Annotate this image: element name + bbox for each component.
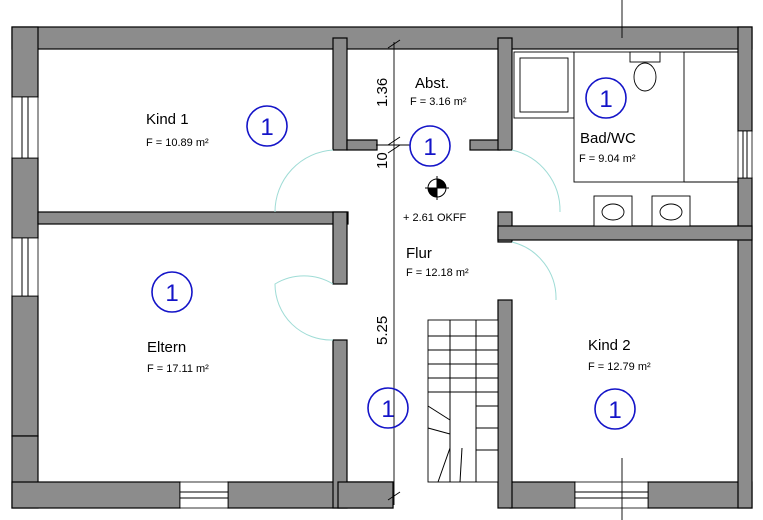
dimension-label-corridor: 5.25	[374, 316, 391, 345]
room-badge: 1	[246, 105, 288, 147]
room-name-abst: Abst.	[415, 75, 449, 92]
bathroom-fixtures	[513, 51, 738, 227]
dimension-labels: 1.36 10 5.25	[374, 78, 391, 345]
room-badge: 1	[409, 125, 451, 167]
dimension-label-closet: 1.36	[374, 78, 391, 107]
svg-text:1: 1	[260, 114, 273, 141]
svg-text:1: 1	[608, 397, 621, 424]
room-badge: 1	[585, 77, 627, 119]
svg-text:1: 1	[599, 86, 612, 113]
room-badges: 1 1 1 1 1 1	[151, 77, 636, 430]
room-labels: Kind 1 F = 10.89 m² Abst. F = 3.16 m² Ba…	[146, 75, 651, 375]
room-name-kind-2: Kind 2	[588, 337, 631, 354]
room-area-bad-wc: F = 9.04 m²	[579, 153, 636, 165]
staircase-icon	[427, 319, 499, 483]
room-name-flur: Flur	[406, 245, 432, 262]
room-badge: 1	[594, 388, 636, 430]
svg-text:1: 1	[423, 134, 436, 161]
level-marker-icon	[425, 176, 449, 200]
level-marker-label: + 2.61 OKFF	[403, 212, 467, 224]
room-area-abst: F = 3.16 m²	[410, 96, 467, 108]
room-name-kind-1: Kind 1	[146, 111, 189, 128]
svg-text:1: 1	[381, 396, 394, 423]
door-swings	[274, 149, 561, 341]
room-badge: 1	[151, 271, 193, 313]
room-name-bad-wc: Bad/WC	[580, 130, 636, 147]
room-badge: 1	[367, 387, 409, 429]
toilet-icon	[633, 62, 657, 92]
svg-text:1: 1	[165, 280, 178, 307]
room-name-eltern: Eltern	[147, 339, 186, 356]
walls	[11, 26, 753, 509]
room-area-eltern: F = 17.11 m²	[147, 363, 209, 375]
room-area-kind-2: F = 12.79 m²	[588, 361, 651, 373]
dimension-label-wall: 10	[374, 152, 391, 169]
room-area-kind-1: F = 10.89 m²	[146, 137, 209, 149]
room-area-flur: F = 12.18 m²	[406, 267, 469, 279]
windows	[11, 96, 753, 509]
sink-icon	[651, 195, 691, 227]
toilet-tank-icon	[629, 51, 661, 63]
